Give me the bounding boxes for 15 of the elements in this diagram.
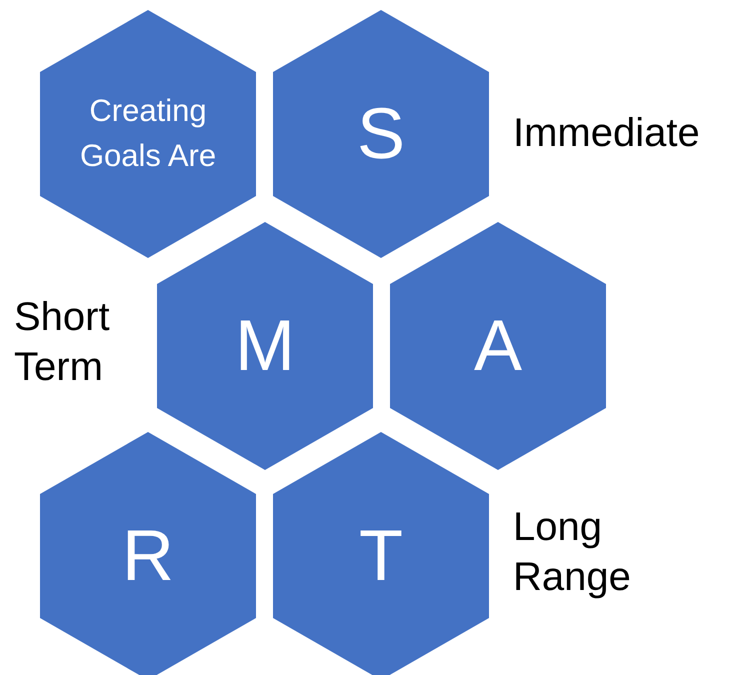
hexagon-letter: R — [122, 520, 174, 592]
hexagon-letter: T — [359, 520, 403, 592]
hexagon — [390, 222, 606, 470]
hexagon-text: Creating Goals Are — [78, 92, 218, 175]
side-label: Long Range — [513, 504, 632, 601]
hexagon-letter: M — [235, 310, 295, 382]
hexagon — [157, 222, 373, 470]
hexagon — [273, 432, 489, 675]
hexagon — [273, 10, 489, 258]
hexagon — [40, 10, 256, 258]
hexagon — [40, 432, 256, 675]
hexagon-letter: S — [356, 98, 406, 170]
side-label: Immediate — [513, 110, 701, 157]
hexagon-letter: A — [474, 310, 522, 382]
side-label: Short Term — [14, 294, 111, 391]
